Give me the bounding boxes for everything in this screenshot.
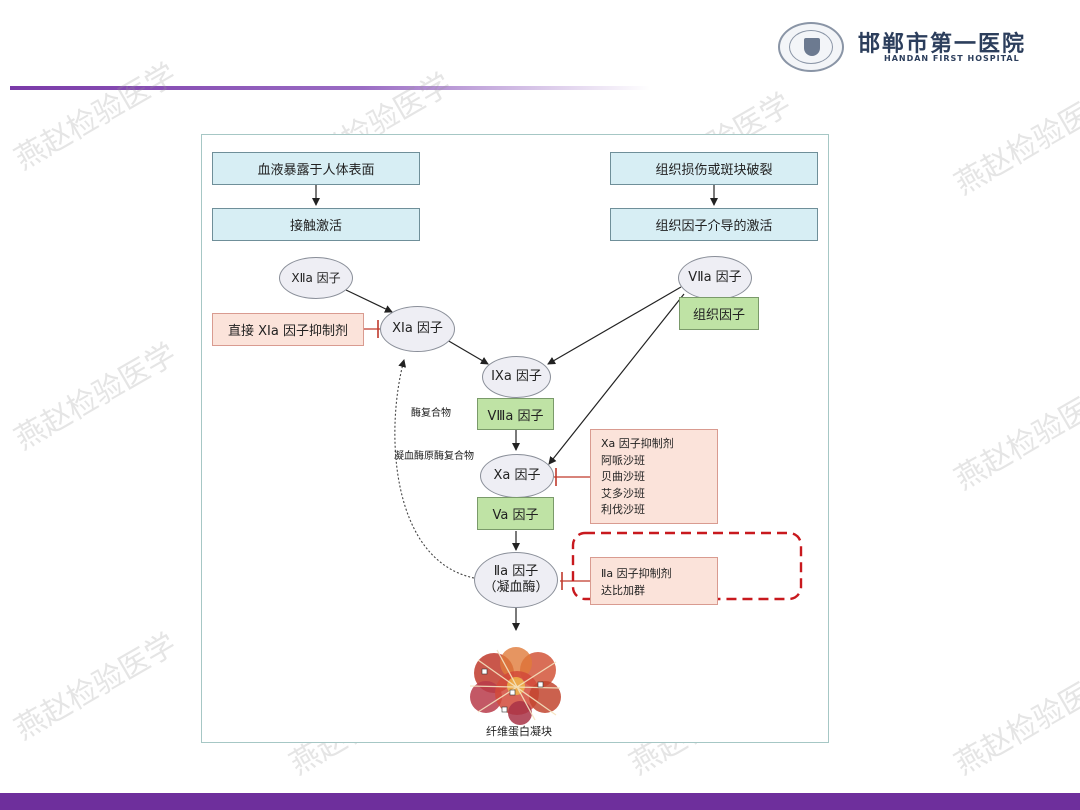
xa-inhibitor-drug: 利伐沙班 (601, 503, 645, 516)
box-blood-exposure: 血液暴露于人体表面 (212, 152, 420, 185)
xa-inhibitor-drug: 艾多沙班 (601, 486, 645, 500)
box-factor-viiia: VⅢa 因子 (477, 398, 554, 430)
hospital-name-en: HANDAN FIRST HOSPITAL (884, 54, 1020, 63)
iia-inhibitor-drug: 达比加群 (601, 583, 645, 597)
arrow-viia-to-ixa (547, 286, 682, 365)
node-factor-iia: Ⅱa 因子 （凝血酶） (474, 552, 558, 608)
arrow-xia-to-ixa (446, 339, 489, 365)
node-factor-ixa: IXa 因子 (482, 356, 551, 398)
box-tissue-factor: 组织因子 (679, 297, 759, 330)
thrombin-label: （凝血酶） (483, 580, 549, 595)
xa-inhibitor-drug: 阿哌沙班 (601, 453, 645, 467)
arrow-xiia-to-xia (345, 289, 393, 313)
box-xia-inhibitor: 直接 XⅠa 因子抑制剂 (212, 313, 364, 346)
box-tf-activation: 组织因子介导的激活 (610, 208, 818, 241)
box-iia-inhibitors: Ⅱa 因子抑制剂 达比加群 (590, 557, 718, 605)
xa-inhibitor-drug: 贝曲沙班 (601, 470, 645, 483)
factor-iia-label: Ⅱa 因子 (493, 563, 539, 579)
xa-inhibitor-title: Xa 因子抑制剂 (601, 437, 674, 450)
header-divider (10, 86, 650, 90)
node-factor-viia: VⅡa 因子 (678, 256, 752, 300)
footer-bar (0, 793, 1080, 810)
box-xa-inhibitors: Xa 因子抑制剂 阿哌沙班 贝曲沙班 艾多沙班 利伐沙班 (590, 429, 718, 524)
box-tissue-injury: 组织损伤或斑块破裂 (610, 152, 818, 185)
hospital-name-cn: 邯郸市第一医院 (858, 31, 1027, 57)
label-tenase: 酶复合物 (411, 408, 451, 419)
node-factor-xa: Xa 因子 (480, 454, 554, 498)
label-prothrombinase: 凝血酶原酶复合物 (394, 451, 474, 462)
box-factor-va: Va 因子 (477, 497, 554, 530)
fibrin-clot-icon (469, 647, 561, 725)
node-factor-xiia: XⅡa 因子 (279, 257, 353, 299)
feedback-thrombin-to-xia (394, 359, 475, 579)
hospital-logo: 邯郸市第一医院 HANDAN FIRST HOSPITAL (778, 22, 1048, 74)
box-contact-activation: 接触激活 (212, 208, 420, 241)
hospital-seal-icon (778, 22, 844, 72)
iia-inhibitor-title: Ⅱa 因子抑制剂 (601, 567, 672, 580)
node-factor-xia: XIa 因子 (380, 306, 455, 352)
arrow-viia-to-xa (548, 293, 685, 465)
label-fibrin-clot: 纤维蛋白凝块 (486, 725, 552, 738)
